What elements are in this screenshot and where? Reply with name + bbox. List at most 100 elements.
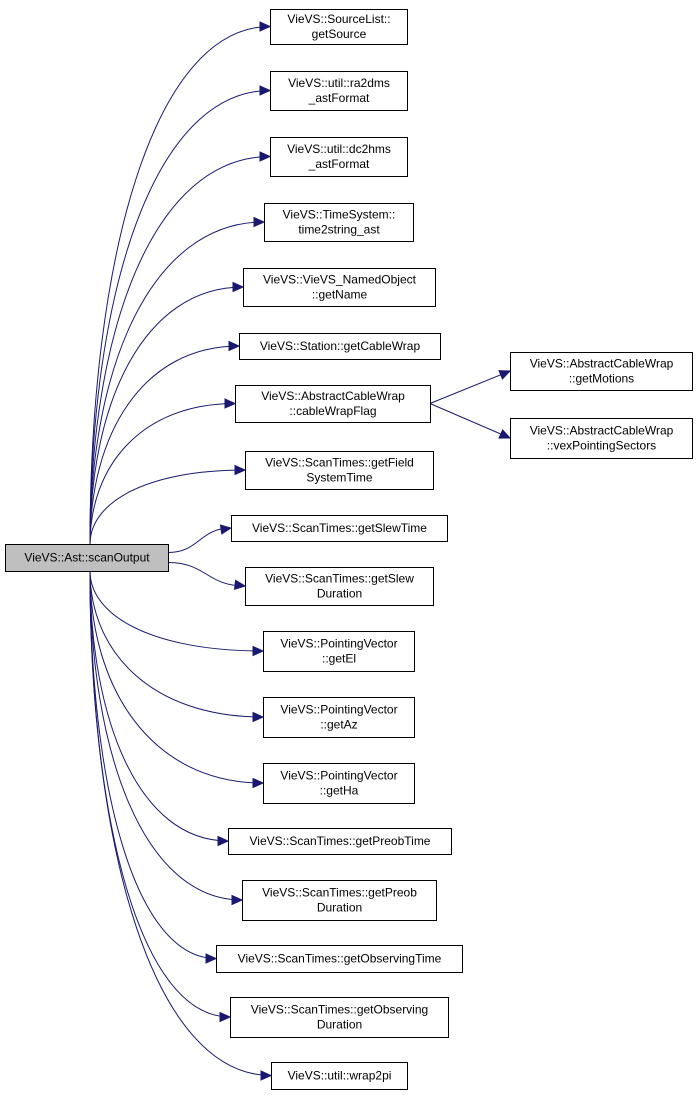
callee-node-7-label-line: VieVS::AbstractCableWrap	[261, 389, 405, 403]
second-level-node-2-label-line: VieVS::AbstractCableWrap	[530, 424, 674, 438]
edge-root-to-n11-arrowhead	[252, 645, 265, 657]
edge-root-to-n13	[89, 570, 264, 784]
callee-node-4-box	[264, 203, 414, 242]
callee-node-15-label-line: VieVS::ScanTimes::getPreob	[262, 886, 417, 900]
callee-node-4[interactable]: VieVS::TimeSystem::time2string_ast	[264, 203, 414, 242]
callee-node-6-label-line: VieVS::Station::getCableWrap	[260, 339, 421, 353]
callee-node-12-label-line: VieVS::PointingVector	[280, 703, 397, 717]
edge-root-to-n15	[89, 570, 243, 901]
edge-root-to-n4	[89, 221, 265, 545]
edge-root-to-n1	[89, 26, 271, 545]
callee-node-10-label-line: VieVS::ScanTimes::getSlew	[265, 572, 414, 586]
nodes-layer: VieVS::Ast::scanOutput VieVS::SourceList:…	[5, 9, 693, 1090]
edges-layer	[89, 21, 512, 1081]
callee-node-13-box	[263, 763, 415, 804]
second-level-node-1[interactable]: VieVS::AbstractCableWrap::getMotions	[510, 352, 693, 391]
edge-root-to-n14	[89, 570, 229, 842]
callee-node-8-label-line: SystemTime	[306, 471, 373, 485]
edge-root-to-n6	[89, 345, 240, 545]
root-node-scanoutput[interactable]: VieVS::Ast::scanOutput	[5, 544, 169, 572]
callee-node-1-label-line: getSource	[312, 27, 367, 41]
callee-node-15-label-line: Duration	[317, 901, 362, 915]
callee-node-6-box	[239, 333, 441, 360]
edge-root-to-n7	[89, 403, 236, 545]
edge-root-to-n10	[167, 562, 246, 587]
callee-node-12[interactable]: VieVS::PointingVector::getAz	[263, 697, 415, 738]
edge-root-to-n5-arrowhead	[232, 281, 245, 293]
edge-root-to-n11	[89, 570, 264, 652]
edge-root-to-n7-arrowhead	[224, 398, 237, 409]
callee-node-2[interactable]: VieVS::util::ra2dms_astFormat	[270, 71, 408, 111]
second-level-node-2[interactable]: VieVS::AbstractCableWrap::vexPointingSec…	[510, 418, 693, 459]
callee-node-3[interactable]: VieVS::util::dc2hms_astFormat	[270, 137, 408, 177]
edge-root-to-n5	[89, 286, 244, 545]
edge-root-to-n9-arrowhead	[219, 524, 233, 535]
callee-node-5-box	[243, 268, 436, 307]
callee-node-16[interactable]: VieVS::ScanTimes::getObservingTime	[216, 945, 463, 973]
callee-node-2-label-line: _astFormat	[308, 91, 370, 105]
edge-n7-to-m2	[429, 403, 511, 439]
edge-n7-to-m2-arrowhead	[498, 428, 512, 439]
edge-root-to-n3-arrowhead	[259, 151, 272, 162]
edge-root-to-n18-arrowhead	[260, 1070, 273, 1081]
callee-node-7[interactable]: VieVS::AbstractCableWrap::cableWrapFlag	[235, 385, 431, 423]
callee-node-17-box	[230, 997, 449, 1038]
callee-node-3-box	[270, 137, 408, 177]
callee-node-14[interactable]: VieVS::ScanTimes::getPreobTime	[228, 828, 452, 855]
callee-node-1-label-line: VieVS::SourceList::	[287, 12, 390, 26]
callee-node-8-label-line: VieVS::ScanTimes::getField	[265, 456, 414, 470]
edge-root-to-n15-arrowhead	[231, 894, 244, 906]
callee-node-7-label-line: ::cableWrapFlag	[289, 404, 376, 418]
callee-node-5-label-line: ::getName	[312, 288, 368, 302]
edge-n7-to-m1	[429, 370, 511, 404]
callee-node-5-label-line: VieVS::VieVS_NamedObject	[263, 273, 417, 287]
callee-node-1[interactable]: VieVS::SourceList::getSource	[270, 9, 408, 45]
edge-root-to-n18	[89, 570, 272, 1076]
edge-root-to-n12	[89, 570, 264, 718]
edge-root-to-n3	[89, 156, 271, 545]
callee-node-18-label-line: VieVS::util::wrap2pi	[288, 1069, 392, 1083]
edge-root-to-n1-arrowhead	[259, 21, 272, 32]
edge-root-to-n8-arrowhead	[234, 464, 247, 476]
callee-node-2-label-line: VieVS::util::ra2dms	[288, 76, 390, 90]
edge-root-to-n4-arrowhead	[253, 216, 266, 228]
callee-node-3-label-line: _astFormat	[308, 157, 370, 171]
callee-node-6[interactable]: VieVS::Station::getCableWrap	[239, 333, 441, 360]
callee-node-10-box	[245, 567, 434, 606]
callee-node-9[interactable]: VieVS::ScanTimes::getSlewTime	[231, 515, 448, 542]
callee-node-13-label-line: VieVS::PointingVector	[280, 769, 397, 783]
callee-node-7-box	[235, 385, 431, 423]
callee-node-12-label-line: ::getAz	[320, 718, 357, 732]
callee-node-9-box	[231, 515, 448, 542]
edge-root-to-n16-arrowhead	[205, 953, 218, 964]
callee-node-18[interactable]: VieVS::util::wrap2pi	[271, 1062, 408, 1090]
second-level-node-2-label-line: ::vexPointingSectors	[547, 439, 656, 453]
callee-node-15-box	[242, 880, 437, 921]
callee-node-17-label-line: Duration	[317, 1018, 362, 1032]
edge-root-to-n17-arrowhead	[219, 1011, 232, 1023]
callee-node-3-label-line: VieVS::util::dc2hms	[287, 142, 391, 156]
edge-root-to-n8	[89, 469, 246, 545]
edge-root-to-n2	[89, 90, 271, 545]
callee-node-5[interactable]: VieVS::VieVS_NamedObject::getName	[243, 268, 436, 307]
callee-node-14-label-line: VieVS::ScanTimes::getPreobTime	[250, 834, 431, 848]
root-node-scanoutput-label-line: VieVS::Ast::scanOutput	[24, 551, 150, 565]
callee-node-18-box	[271, 1062, 408, 1090]
callee-node-13[interactable]: VieVS::PointingVector::getHa	[263, 763, 415, 804]
edge-root-to-n6-arrowhead	[228, 340, 241, 352]
callee-node-12-box	[263, 697, 415, 738]
edge-root-to-n12-arrowhead	[252, 711, 265, 723]
callee-node-2-box	[270, 71, 408, 111]
edge-root-to-n10-arrowhead	[233, 579, 247, 590]
callee-node-11-box	[263, 631, 415, 672]
edge-n7-to-m1-arrowhead	[498, 370, 512, 380]
second-level-node-1-box	[510, 352, 693, 391]
callee-node-1-box	[270, 9, 408, 45]
callee-node-17-label-line: VieVS::ScanTimes::getObserving	[251, 1003, 428, 1017]
callee-node-16-label-line: VieVS::ScanTimes::getObservingTime	[238, 952, 442, 966]
callee-node-11[interactable]: VieVS::PointingVector::getEl	[263, 631, 415, 672]
